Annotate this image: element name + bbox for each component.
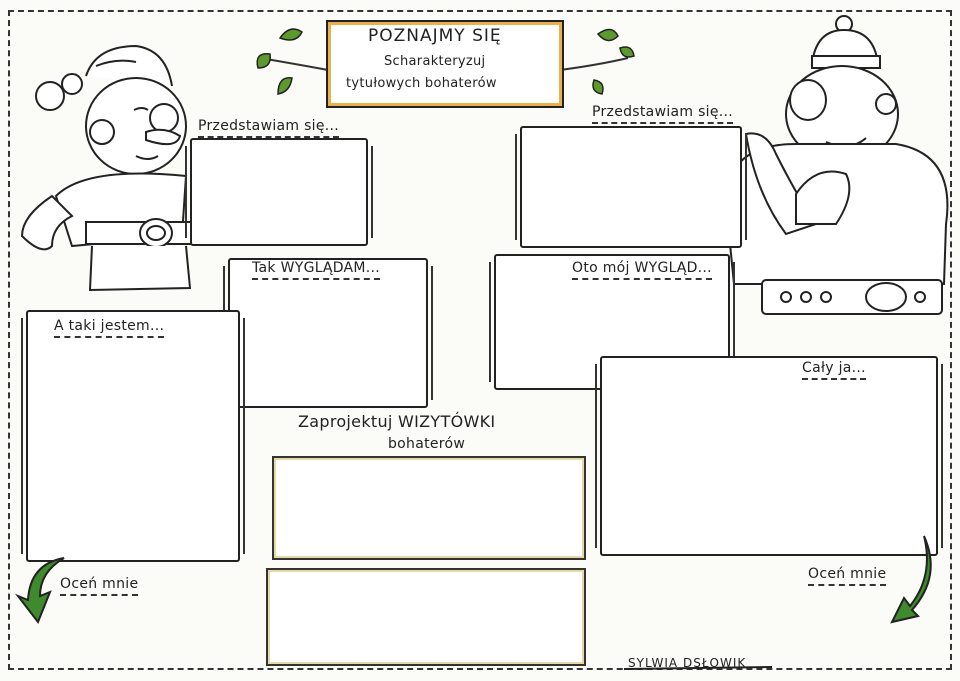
right-hero-illustration [724, 15, 949, 315]
left-rate-label: Oceń mnie [60, 576, 139, 596]
left-arrow-down-icon [14, 557, 65, 625]
right-character-label: Cały ja... [802, 360, 866, 380]
page-title: POZNAJMY SIĘ [368, 26, 502, 46]
left-intro-label: Przedstawiam się... [198, 118, 340, 138]
left-looks-box[interactable] [223, 258, 433, 408]
right-arrow-down-icon [890, 535, 932, 624]
left-looks-label: Tak WYGLĄDAM... [252, 260, 381, 280]
right-intro-box[interactable] [515, 126, 747, 248]
left-character-label: A taki jestem... [54, 318, 165, 338]
right-looks-label: Oto mój WYGLĄD... [572, 260, 712, 280]
right-character-box[interactable] [595, 356, 943, 556]
right-intro-label: Przedstawiam się... [592, 104, 734, 124]
right-rate-label: Oceń mnie [808, 566, 887, 586]
subtitle-line-1: Scharakteryzuj [384, 54, 486, 69]
title-signboard: POZNAJMY SIĘ Scharakteryzuj tytułowych b… [326, 20, 564, 108]
subtitle-line-2: tytułowych bohaterów [346, 76, 497, 91]
leaf-branch-left-icon [256, 28, 329, 95]
cards-subtitle: bohaterów [388, 436, 466, 452]
dashed-frame [8, 10, 952, 670]
cards-title: Zaprojektuj WIZYTÓWKI [298, 412, 496, 431]
signature-underline [623, 666, 773, 670]
left-hero-illustration [20, 44, 197, 292]
leaf-branch-right-icon [559, 28, 635, 95]
business-card-box-2[interactable] [266, 568, 586, 666]
business-card-box-1[interactable] [272, 456, 586, 560]
author-signature: SYLWIA DSŁOWIK [628, 656, 747, 670]
left-intro-box[interactable] [185, 138, 373, 246]
left-character-box[interactable] [21, 310, 245, 562]
